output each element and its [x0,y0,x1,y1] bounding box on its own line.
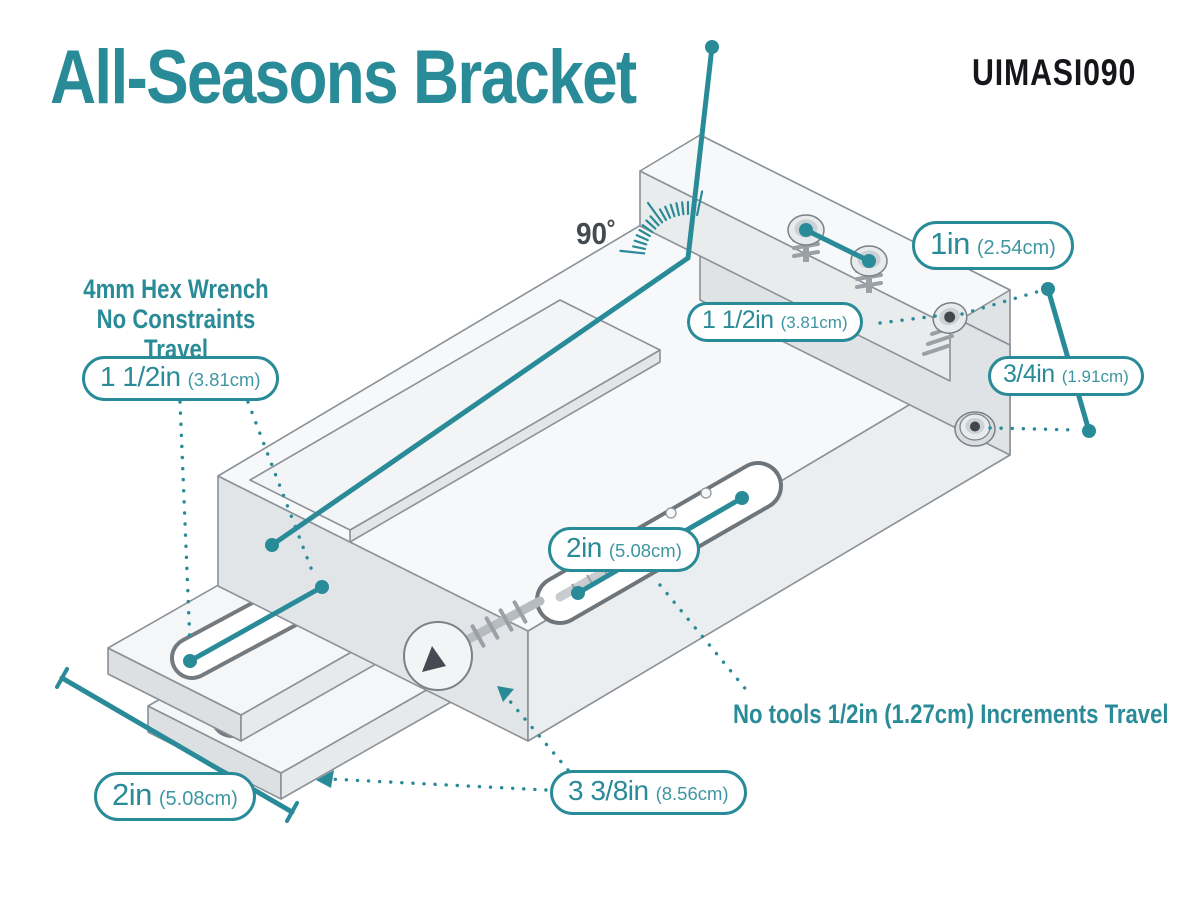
dimension-value: 2in [112,777,152,812]
bracket-body [107,134,1011,800]
top-plate [249,299,661,543]
dimension-value: 3 3/8in [568,775,649,806]
dimension-metric: (3.81cm) [187,369,261,390]
dimension-value: 1 1/2in [100,361,181,392]
screw-side-upper [922,302,968,356]
hex-wrench-note: 4mm Hex Wrench No Constraints Travel [71,274,281,365]
angle-tick-fan [619,190,704,255]
dimension-badge-hex-slot-travel: 1 1/2in (3.81cm) [82,356,279,401]
dimension-metric: (1.91cm) [1061,367,1129,386]
end-block [639,134,1011,382]
dimension-value: 2in [566,532,602,563]
screw-side-lower [954,411,996,447]
knob-arrow-icon [422,646,446,672]
dimension-badge-plate-width: 2in (5.08cm) [94,772,256,821]
product-code: UIMASI090 [972,52,1137,93]
dimension-metric: (5.08cm) [608,540,682,561]
no-tools-note: No tools 1/2in (1.27cm) Increments Trave… [733,699,1169,729]
dimension-badge-top-screw-spacing: 1in (2.54cm) [912,221,1074,270]
arrow-up-left-icon [497,686,514,702]
dimension-value: 3/4in [1003,360,1055,388]
arrow-left-icon [316,770,334,788]
dimension-metric: (3.81cm) [780,313,848,332]
dimension-dots [183,40,1096,668]
dimension-badge-side-screw-spacing: 1 1/2in (3.81cm) [687,302,863,342]
dimension-badge-plate-length: 3 3/8in (8.56cm) [550,770,747,815]
dimension-badge-center-slot-length: 2in (5.08cm) [548,527,700,572]
dimension-metric: (8.56cm) [655,783,729,804]
dimension-value: 1in [930,226,970,261]
hex-wrench-note-line1: 4mm Hex Wrench [83,274,269,304]
dimension-badge-side-screw-offset: 3/4in (1.91cm) [988,356,1144,396]
arrowheads [316,686,514,788]
page-title: All-Seasons Bracket [50,35,637,120]
angle-label: 90˚ [576,216,617,251]
dimension-metric: (5.08cm) [158,788,238,810]
dimension-value: 1 1/2in [702,306,774,334]
dimension-metric: (2.54cm) [976,237,1056,259]
leader-lines [178,289,1080,792]
knob-spring [470,600,528,648]
